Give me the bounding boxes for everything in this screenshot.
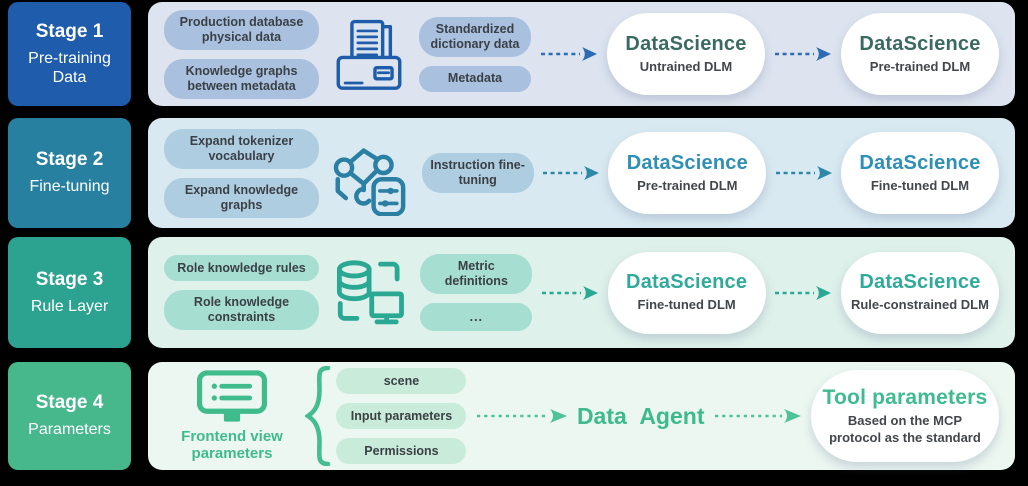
stage-title: Stage 4 bbox=[35, 392, 104, 414]
stage-2-aux-pills: Instruction fine-tuning bbox=[421, 153, 534, 193]
frontend-view-caption: Frontend view parameters bbox=[181, 427, 283, 462]
pill: Metric definitions bbox=[420, 254, 533, 294]
pill: Input parameters bbox=[336, 403, 467, 429]
pill: Metadata bbox=[419, 65, 531, 92]
stage-1-aux-pills: Standardized dictionary data Metadata bbox=[419, 16, 531, 92]
stage-4-panel: Frontend view parameters scene Input par… bbox=[148, 362, 1015, 470]
stage-2-row: Stage 2 Fine-tuning Expand tokenizer voc… bbox=[0, 118, 1028, 228]
stage-subtitle: Rule Layer bbox=[30, 297, 109, 315]
data-agent-label: Data Agent bbox=[576, 402, 705, 429]
node-subtitle: Pre-trained DLM bbox=[869, 58, 971, 74]
model-node: DataScience Fine-tuned DLM bbox=[607, 251, 766, 334]
knowledge-graph-icon bbox=[327, 130, 413, 216]
dashed-arrow-icon bbox=[542, 165, 600, 181]
model-node: DataScience Fine-tuned DLM bbox=[840, 132, 999, 214]
stage-title: Stage 1 bbox=[35, 21, 104, 43]
dashed-arrow-icon bbox=[775, 165, 833, 181]
stage-1-row: Stage 1 Pre-training Data Production dat… bbox=[0, 2, 1028, 106]
stage-3-panel: Role knowledge rules Role knowledge cons… bbox=[148, 237, 1015, 348]
node-title: DataScience bbox=[859, 271, 981, 294]
curly-brace-icon bbox=[305, 366, 331, 466]
node-title: DataScience bbox=[859, 32, 981, 55]
pill: Expand tokenizer vocabulary bbox=[164, 128, 319, 169]
pill: Production database physical data bbox=[164, 9, 319, 50]
pill: ... bbox=[420, 303, 533, 331]
pill: Knowledge graphs between metadata bbox=[164, 58, 319, 99]
dashed-arrow-icon bbox=[540, 46, 598, 62]
dashed-arrow-icon bbox=[541, 285, 599, 301]
node-title: DataScience bbox=[626, 151, 748, 174]
model-node: DataScience Pre-trained DLM bbox=[608, 132, 767, 214]
node-subtitle: Fine-tuned DLM bbox=[637, 297, 736, 313]
stage-3-label-box: Stage 3 Rule Layer bbox=[8, 237, 131, 348]
dashed-arrow-icon bbox=[774, 46, 832, 62]
node-title: DataScience bbox=[859, 151, 981, 174]
pill: Role knowledge constraints bbox=[164, 290, 319, 330]
stage-4-label-box: Stage 4 Parameters bbox=[8, 362, 131, 470]
node-subtitle: Rule-constrained DLM bbox=[850, 297, 989, 313]
dashed-arrow-icon bbox=[476, 408, 568, 424]
stage-3-aux-pills: Metric definitions ... bbox=[420, 254, 533, 331]
dashed-arrow-icon bbox=[774, 285, 832, 301]
stage-title: Stage 3 bbox=[35, 268, 104, 290]
pill: Standardized dictionary data bbox=[419, 16, 531, 57]
pill: Role knowledge rules bbox=[164, 255, 319, 281]
stage-2-panel: Expand tokenizer vocabulary Expand knowl… bbox=[148, 118, 1015, 228]
archive-box-icon bbox=[328, 13, 410, 95]
stage-1-label-box: Stage 1 Pre-training Data bbox=[8, 2, 131, 106]
node-subtitle: Based on the MCP protocol as the standar… bbox=[829, 413, 981, 445]
database-monitor-icon bbox=[328, 251, 412, 335]
node-title: DataScience bbox=[626, 271, 748, 294]
stage-subtitle: Parameters bbox=[28, 421, 111, 439]
node-subtitle: Pre-trained DLM bbox=[637, 177, 738, 193]
stage-3-row: Stage 3 Rule Layer Role knowledge rules … bbox=[0, 237, 1028, 348]
node-subtitle: Fine-tuned DLM bbox=[870, 177, 970, 193]
stage-1-input-pills: Production database physical data Knowle… bbox=[164, 9, 319, 99]
tool-parameters-node: Tool parameters Based on the MCP protoco… bbox=[810, 370, 999, 462]
model-node: DataScience Untrained DLM bbox=[607, 13, 765, 95]
pill: Permissions bbox=[336, 438, 467, 464]
model-node: DataScience Rule-constrained DLM bbox=[840, 251, 999, 334]
stage-4-parameter-pills: scene Input parameters Permissions bbox=[336, 368, 467, 464]
node-subtitle: Untrained DLM bbox=[639, 58, 733, 74]
model-node: DataScience Pre-trained DLM bbox=[841, 13, 999, 95]
pill: Instruction fine-tuning bbox=[421, 153, 534, 193]
pill: Expand knowledge graphs bbox=[164, 177, 319, 218]
stage-subtitle: Pre-training Data bbox=[28, 50, 111, 86]
frontend-view-source: Frontend view parameters bbox=[164, 370, 300, 463]
pill: scene bbox=[336, 368, 467, 394]
stage-2-input-pills: Expand tokenizer vocabulary Expand knowl… bbox=[164, 128, 319, 218]
stage-2-label-box: Stage 2 Fine-tuning bbox=[8, 118, 131, 228]
stage-3-input-pills: Role knowledge rules Role knowledge cons… bbox=[164, 255, 319, 330]
dashed-arrow-icon bbox=[714, 408, 802, 424]
node-title: DataScience bbox=[625, 32, 747, 55]
frontend-monitor-icon bbox=[194, 370, 270, 426]
node-title: Tool parameters bbox=[822, 386, 988, 410]
stage-4-row: Stage 4 Parameters Frontend view paramet… bbox=[0, 362, 1028, 470]
stage-1-panel: Production database physical data Knowle… bbox=[148, 2, 1015, 106]
stage-title: Stage 2 bbox=[35, 149, 104, 171]
stage-subtitle: Fine-tuning bbox=[29, 178, 110, 196]
